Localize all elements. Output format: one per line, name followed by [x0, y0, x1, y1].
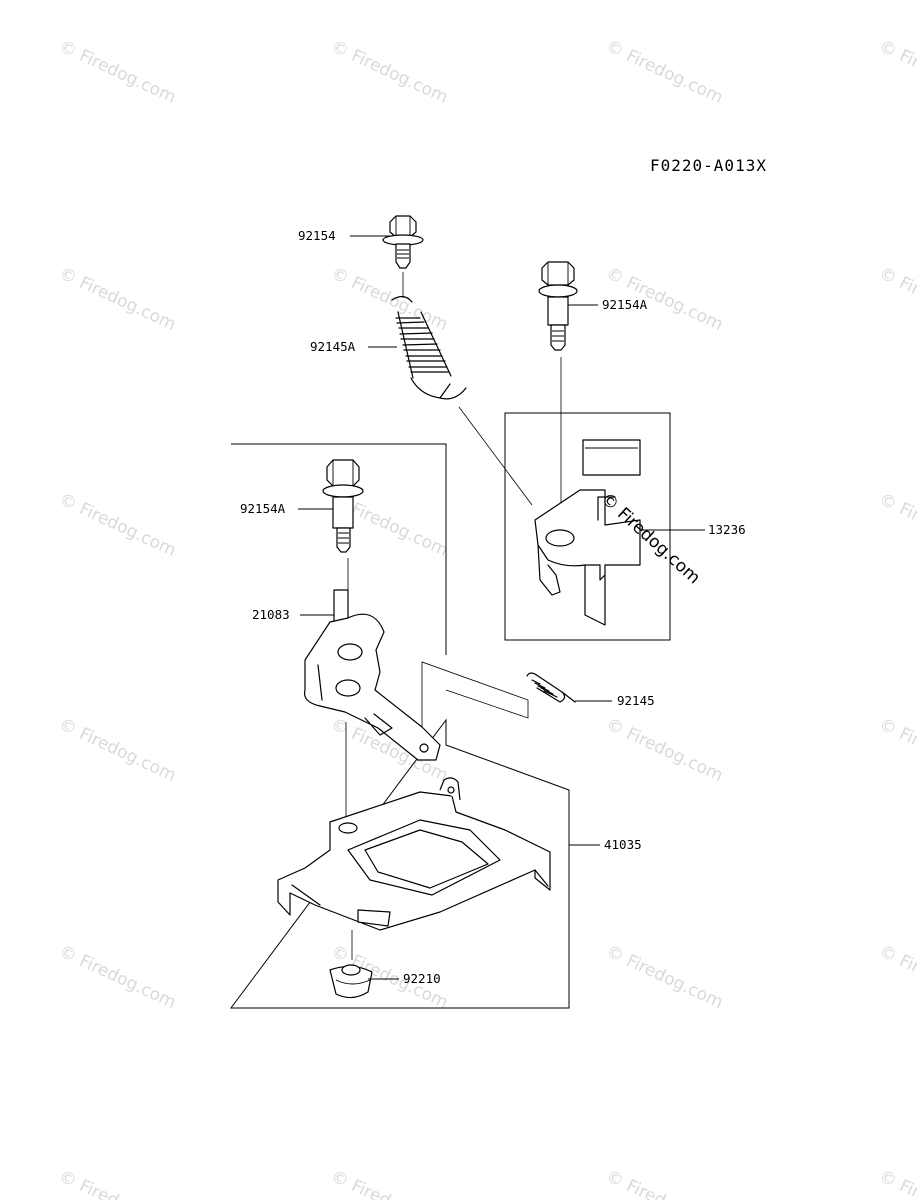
watermark: © Firedog.com	[876, 941, 917, 1013]
figure-code: F0220-A013X	[650, 156, 767, 175]
watermark: © Firedog.com	[876, 489, 917, 561]
watermark: © Firedog.com	[603, 1166, 726, 1200]
shoulder-bolt-92154A-left	[322, 459, 364, 553]
watermark: © Firedog.com	[603, 36, 726, 108]
watermark: © Firedog.com	[876, 36, 917, 108]
callout-92154A-left: 92154A	[240, 501, 286, 516]
watermark: © Firedog.com	[603, 941, 726, 1013]
callout-92145: 92145	[617, 693, 655, 708]
watermark-layer: © Firedog.com © Firedog.com © Firedog.co…	[56, 36, 917, 1200]
callout-13236: 13236	[708, 522, 746, 537]
lever-21083	[303, 589, 441, 761]
callout-21083: 21083	[252, 607, 290, 622]
flange-bolt-92154	[382, 215, 424, 269]
watermark: © Firedog.com	[56, 36, 179, 108]
plate-41035	[277, 777, 551, 931]
bracket-13236	[534, 439, 641, 626]
spring-92145A	[391, 295, 467, 400]
watermark: © Firedog.com	[56, 489, 179, 561]
watermark: © Firedog.com	[56, 941, 179, 1013]
callout-92154A-right: 92154A	[602, 297, 648, 312]
spring-link-line	[421, 661, 529, 745]
callout-92145A: 92145A	[310, 339, 356, 354]
watermark: © Firedog.com	[328, 263, 451, 335]
shoulder-bolt-92154A-right	[538, 261, 578, 351]
watermark: © Firedog.com	[876, 714, 917, 786]
main-frame	[230, 443, 570, 1009]
callout-92154: 92154	[298, 228, 336, 243]
watermark: © Firedog.com	[328, 36, 451, 108]
watermark: © Firedog.com	[603, 714, 726, 786]
watermark: © Firedog.com	[876, 1166, 917, 1200]
axis-line	[458, 406, 533, 506]
watermark: © Firedog.com	[56, 714, 179, 786]
bracket-frame	[504, 412, 671, 641]
flange-nut-92210	[329, 964, 373, 999]
callout-92210: 92210	[403, 971, 441, 986]
callout-41035: 41035	[604, 837, 642, 852]
watermark: © Firedog.com	[876, 263, 917, 335]
watermark: © Firedog.com	[56, 263, 179, 335]
spring-92145	[526, 672, 576, 703]
watermark: © Firedog.com	[56, 1166, 179, 1200]
watermark: © Firedog.com	[328, 1166, 451, 1200]
